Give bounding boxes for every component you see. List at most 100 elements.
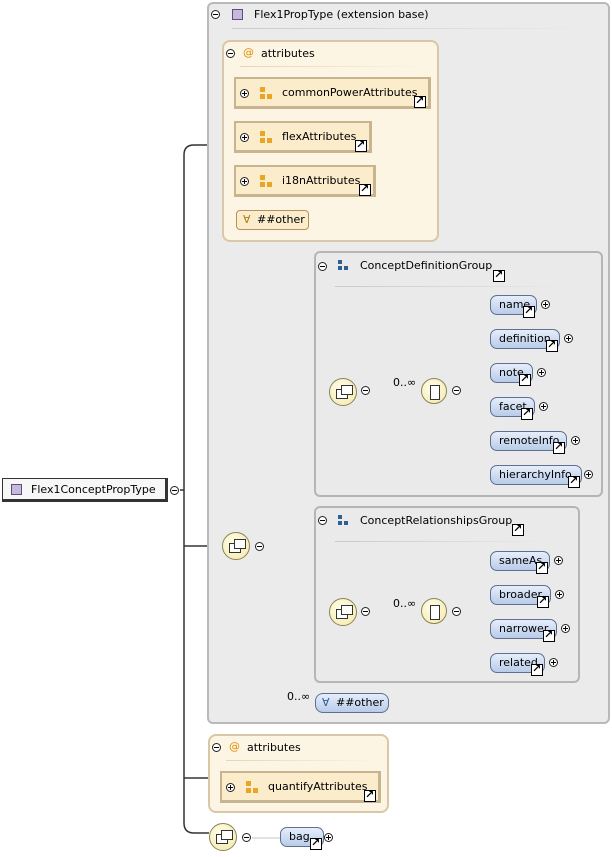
attribute-group-icon [260, 87, 272, 99]
link-arrow-icon[interactable] [493, 268, 505, 282]
choice-group2-collapse-toggle[interactable] [452, 607, 461, 616]
group1-collapse-toggle[interactable] [318, 262, 327, 271]
element-definition[interactable]: definition [490, 329, 560, 352]
any-attribute-other[interactable]: ∀ ##other [236, 210, 309, 230]
choice-group1-collapse-toggle[interactable] [452, 386, 461, 395]
expand-toggle[interactable] [571, 436, 580, 445]
group2-collapse-toggle[interactable] [318, 516, 327, 525]
link-arrow-icon[interactable] [521, 406, 533, 420]
element-label: related [499, 656, 538, 669]
link-arrow-icon[interactable] [355, 138, 367, 152]
header-divider [335, 541, 555, 542]
expand-toggle[interactable] [541, 300, 550, 309]
element-hierarchyInfo[interactable]: hierarchyInfo [490, 465, 582, 488]
element-remoteInfo[interactable]: remoteInfo [490, 431, 567, 454]
header-divider [226, 760, 381, 761]
sequence-group1-collapse-toggle[interactable] [361, 386, 370, 395]
any-attribute-label: ##other [257, 213, 305, 226]
element-bag[interactable]: bag [280, 827, 324, 850]
expand-toggle[interactable] [554, 556, 563, 565]
attribute-group-label: i18nAttributes [282, 174, 361, 187]
root-collapse-toggle[interactable] [170, 486, 179, 495]
link-arrow-icon[interactable] [359, 182, 371, 196]
attribute-group-i18nAttributes[interactable]: i18nAttributes [234, 165, 376, 197]
any-other-cardinality: 0..∞ [287, 690, 311, 703]
link-arrow-icon[interactable] [537, 594, 549, 608]
expand-toggle[interactable] [561, 624, 570, 633]
attributes-outer-collapse-toggle[interactable] [212, 743, 221, 752]
sequence-icon-group2[interactable] [329, 598, 357, 626]
element-label: remoteInfo [499, 434, 560, 447]
group2-title: ConceptRelationshipsGroup [360, 514, 513, 527]
header-divider [232, 28, 592, 29]
element-label: narrower [499, 622, 549, 635]
element-broader[interactable]: broader [490, 585, 551, 608]
link-arrow-icon[interactable] [519, 372, 531, 386]
attribute-group-icon [246, 781, 258, 793]
root-type-box[interactable]: Flex1ConceptPropType [2, 478, 168, 502]
header-divider [240, 66, 430, 67]
link-arrow-icon[interactable] [531, 662, 543, 676]
expand-toggle[interactable] [240, 133, 249, 142]
complex-type-icon [232, 9, 243, 20]
link-arrow-icon[interactable] [310, 836, 322, 850]
link-arrow-icon[interactable] [536, 560, 548, 574]
attributes-inner-title: attributes [261, 47, 315, 60]
link-arrow-icon[interactable] [364, 788, 376, 802]
expand-toggle[interactable] [240, 177, 249, 186]
sequence-icon-main[interactable] [222, 532, 250, 560]
sequence-icon-group1[interactable] [329, 378, 357, 406]
expand-toggle[interactable] [539, 402, 548, 411]
model-group-icon [338, 260, 350, 272]
element-facet[interactable]: facet [490, 397, 535, 420]
choice-icon-group2[interactable] [421, 598, 447, 624]
attributes-outer-title: attributes [247, 741, 301, 754]
any-element-other[interactable]: ∀ ##other [315, 693, 389, 713]
header-divider [335, 286, 575, 287]
link-arrow-icon[interactable] [543, 628, 555, 642]
expand-toggle[interactable] [226, 783, 235, 792]
any-element-label: ##other [336, 696, 384, 709]
group1-cardinality: 0..∞ [393, 376, 417, 389]
element-label: facet [499, 400, 527, 413]
complex-type-icon [11, 484, 22, 495]
link-arrow-icon[interactable] [512, 522, 524, 536]
link-arrow-icon[interactable] [553, 440, 565, 454]
any-wildcard-icon: ∀ [322, 696, 330, 709]
element-note[interactable]: note [490, 363, 533, 386]
model-group-icon [338, 515, 350, 527]
sequence-icon-bag[interactable] [209, 823, 237, 851]
expand-toggle[interactable] [555, 590, 564, 599]
choice-icon-group1[interactable] [421, 378, 447, 404]
attribute-group-label: commonPowerAttributes [282, 86, 418, 99]
link-arrow-icon[interactable] [414, 94, 426, 108]
extension-title: Flex1PropType (extension base) [254, 8, 429, 21]
link-arrow-icon[interactable] [568, 474, 580, 488]
element-sameAs[interactable]: sameAs [490, 551, 550, 574]
attribute-group-quantifyAttributes[interactable]: quantifyAttributes [220, 771, 381, 803]
element-narrower[interactable]: narrower [490, 619, 557, 642]
link-arrow-icon[interactable] [546, 338, 558, 352]
expand-toggle[interactable] [240, 89, 249, 98]
element-name[interactable]: name [490, 295, 537, 318]
expand-toggle[interactable] [537, 368, 546, 377]
sequence-bag-collapse-toggle[interactable] [242, 833, 251, 842]
attribute-group-commonPowerAttributes[interactable]: commonPowerAttributes [234, 77, 431, 109]
extension-collapse-toggle[interactable] [211, 10, 220, 19]
sequence-group2-collapse-toggle[interactable] [361, 607, 370, 616]
sequence-collapse-toggle[interactable] [255, 542, 264, 551]
attribute-at-icon: @ [243, 46, 254, 59]
attribute-group-flexAttributes[interactable]: flexAttributes [234, 121, 372, 153]
expand-toggle[interactable] [549, 658, 558, 667]
group1-title: ConceptDefinitionGroup [360, 259, 493, 272]
expand-toggle[interactable] [584, 470, 593, 479]
expand-toggle[interactable] [324, 833, 333, 842]
element-label: bag [289, 830, 310, 843]
element-label: broader [499, 588, 543, 601]
element-related[interactable]: related [490, 653, 545, 676]
element-label: note [499, 366, 524, 379]
attributes-inner-collapse-toggle[interactable] [226, 49, 235, 58]
attribute-group-icon [260, 175, 272, 187]
link-arrow-icon[interactable] [523, 304, 535, 318]
expand-toggle[interactable] [564, 334, 573, 343]
